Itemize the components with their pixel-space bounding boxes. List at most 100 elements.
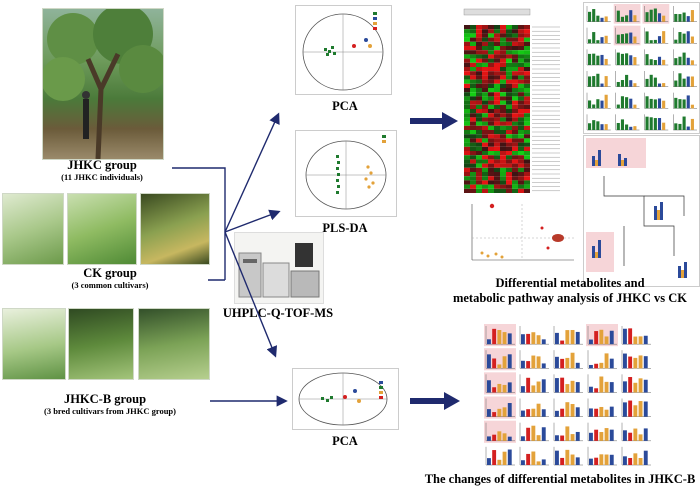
result-top-line1: Differential metabolites and <box>495 276 645 290</box>
heatmap-cell <box>476 67 482 72</box>
heatmap-cell <box>470 188 476 193</box>
heatmap-cell <box>494 117 500 122</box>
mini-chart-bar <box>570 434 575 441</box>
heatmap-cell <box>524 104 530 109</box>
pca-top-plot <box>295 5 392 95</box>
heatmap-cell <box>464 159 470 164</box>
mini-chart-bar <box>657 56 662 65</box>
heatmap-cell <box>518 117 524 122</box>
mini-chart-bar <box>628 457 633 465</box>
mini-chart-bar <box>536 435 541 441</box>
heatmap-cell <box>506 130 512 135</box>
mini-chart-bar <box>653 60 657 65</box>
heatmap-cell <box>500 109 506 114</box>
heatmap-cell <box>524 71 530 76</box>
mini-chart-bar <box>565 384 570 393</box>
heatmap-cell <box>488 104 494 109</box>
mini-chart-bar <box>531 451 536 465</box>
mini-chart-bar <box>609 406 614 417</box>
mini-chart-bar <box>657 118 662 130</box>
mini-chart-bar <box>653 118 657 130</box>
mini-chart-axis <box>644 71 669 87</box>
mini-chart-bar <box>507 449 512 465</box>
heatmap-cell <box>494 172 500 177</box>
heatmap-cell <box>524 188 530 193</box>
heatmap-cell <box>500 88 506 93</box>
heatmap-cell <box>488 92 494 97</box>
heatmap-cell <box>464 163 470 168</box>
mini-chart-bar <box>628 432 633 441</box>
mini-chart-bar <box>596 73 600 87</box>
mini-chart-bar <box>620 80 625 87</box>
mini-chart-bar <box>526 361 531 369</box>
heatmap-cell <box>524 125 530 130</box>
mini-chart-bar <box>645 31 649 44</box>
mini-chart-axis <box>644 6 669 22</box>
mini-chart-bar <box>638 401 643 417</box>
heatmap-cell <box>512 146 518 151</box>
mini-chart-bar <box>521 436 525 441</box>
heatmap-cell <box>488 176 494 181</box>
mini-chart-bar <box>555 435 559 441</box>
mini-chart-bar <box>507 354 512 369</box>
heatmap-cell <box>524 167 530 172</box>
heatmap-cell <box>470 180 476 185</box>
mini-chart-bar <box>633 36 637 44</box>
heatmap-cell <box>518 83 524 88</box>
mini-chart-bar <box>570 454 575 465</box>
mini-chart-bar <box>625 124 629 130</box>
heatmap-cell <box>524 50 530 55</box>
heatmap-cell <box>512 113 518 118</box>
heatmap-cell <box>470 96 476 101</box>
mini-chart-bar <box>604 454 609 465</box>
mini-chart-bar <box>596 15 600 22</box>
heatmap-cell <box>512 50 518 55</box>
heatmap-cell <box>464 62 470 67</box>
mini-chart-bar <box>623 353 627 369</box>
mini-chart-bar <box>604 409 609 417</box>
heatmap-cell <box>482 67 488 72</box>
heatmap-cell <box>482 29 488 34</box>
heatmap-cell <box>512 62 518 67</box>
mini-chart-bar <box>678 73 682 87</box>
heatmap-cell <box>488 75 494 80</box>
heatmap-cell <box>500 167 506 172</box>
mini-chart-bar <box>662 15 666 22</box>
mini-chart-bar <box>690 104 694 109</box>
heatmap-cell <box>464 113 470 118</box>
mini-chart-axis <box>553 398 583 417</box>
heatmap-cell <box>506 176 512 181</box>
heatmap-cell <box>470 155 476 160</box>
heatmap-cell <box>512 159 518 164</box>
heatmap-cell <box>506 184 512 189</box>
mini-chart-bar <box>555 332 559 345</box>
heatmap-cell <box>494 100 500 105</box>
heatmap-cell <box>518 96 524 101</box>
pca-bottom-label: PCA <box>332 434 358 448</box>
mini-chart-bar <box>596 99 600 109</box>
heatmap-cell <box>500 180 506 185</box>
heatmap-cell <box>506 151 512 156</box>
heatmap-cell <box>494 167 500 172</box>
heatmap-cell <box>488 46 494 51</box>
heatmap-cell <box>476 155 482 160</box>
heatmap-cell <box>488 33 494 38</box>
heatmap-cell <box>488 67 494 72</box>
bars-top-svg <box>586 4 697 131</box>
mini-chart-bar <box>616 10 620 22</box>
heatmap-cell <box>488 142 494 147</box>
mini-chart-bar <box>686 126 690 130</box>
heatmap-cell <box>488 163 494 168</box>
heatmap-cell <box>494 79 500 84</box>
heatmap-cell <box>494 50 500 55</box>
mini-chart-bar <box>616 34 620 44</box>
mini-chart-bar <box>555 410 559 417</box>
heatmap-cell <box>494 125 500 130</box>
heatmap-cell <box>482 100 488 105</box>
mini-chart-bar <box>604 381 609 393</box>
heatmap-cell <box>464 146 470 151</box>
mini-chart-bar <box>620 96 625 109</box>
mini-chart-bar <box>502 332 507 345</box>
heatmap-cell <box>470 71 476 76</box>
mini-chart-bar <box>599 406 604 417</box>
